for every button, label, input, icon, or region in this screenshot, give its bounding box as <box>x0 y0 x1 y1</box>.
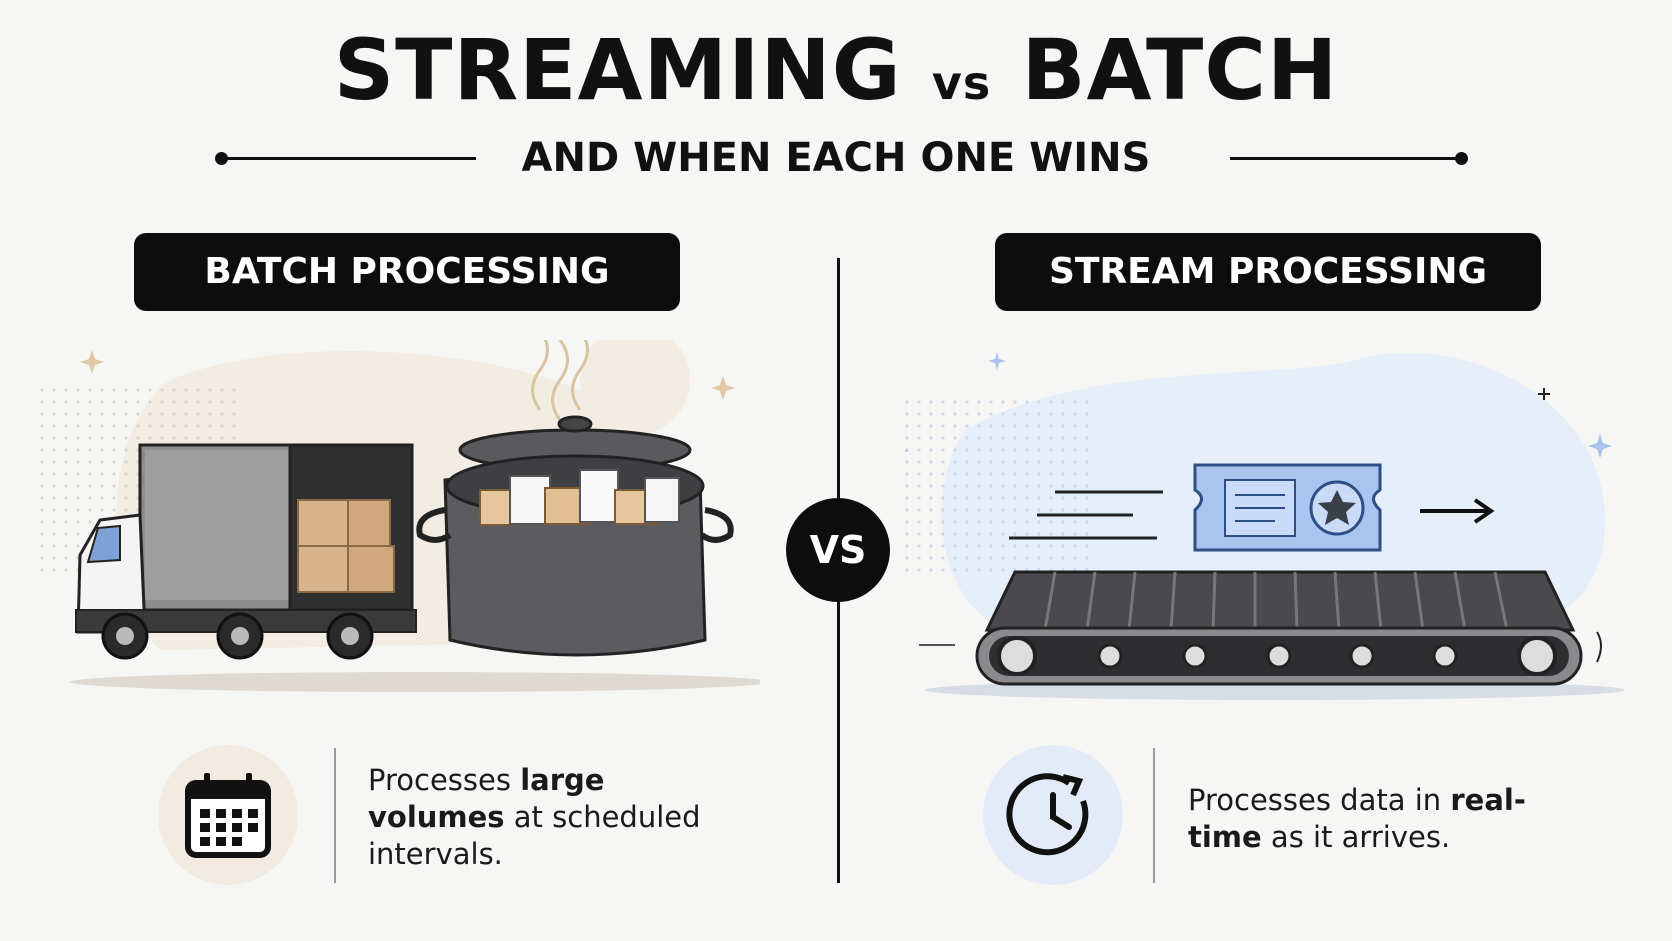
batch-heading: BATCH PROCESSING <box>134 233 680 311</box>
conveyor-icon <box>919 570 1625 700</box>
batch-desc-bold: large volumes <box>368 763 605 834</box>
stream-desc-post: as it arrives. <box>1261 820 1451 854</box>
title-right: BATCH <box>1021 21 1339 119</box>
subtitle: AND WHEN EACH ONE WINS <box>521 135 1151 181</box>
sparkle-icon <box>80 350 104 374</box>
stream-description: Processes data in real-time as it arrive… <box>1188 782 1568 856</box>
stream-desc-pre: Processes data in <box>1188 783 1451 817</box>
subtitle-dot-left <box>215 152 228 165</box>
stream-desc-divider <box>1153 748 1155 883</box>
clock-icon-badge <box>983 745 1123 885</box>
pot-icon <box>416 415 734 657</box>
arrow-right-icon <box>1420 498 1495 524</box>
truck-icon <box>75 443 417 660</box>
title-left: STREAMING <box>333 21 902 119</box>
subtitle-row: AND WHEN EACH ONE WINS <box>0 133 1672 183</box>
sparkle-icon <box>1588 434 1612 458</box>
batch-desc-divider <box>334 748 336 883</box>
page-title: STREAMING vs BATCH <box>0 28 1672 112</box>
subtitle-rule-left <box>222 157 476 160</box>
title-vs: vs <box>931 56 992 110</box>
stream-heading: STREAM PROCESSING <box>995 233 1541 311</box>
batch-desc-pre: Processes <box>368 763 521 797</box>
vs-badge: VS <box>786 498 890 602</box>
sparkle-icon <box>988 352 1006 370</box>
subtitle-dot-right <box>1455 152 1468 165</box>
batch-description: Processes large volumes at scheduled int… <box>368 762 708 873</box>
sparkle-icon <box>711 376 735 400</box>
batch-illustration <box>40 340 760 692</box>
sparkle-icon <box>905 449 909 453</box>
calendar-icon <box>185 773 271 858</box>
stream-desc-bold: real-time <box>1188 783 1526 854</box>
subtitle-rule-right <box>1230 157 1462 160</box>
batch-desc-post: at scheduled intervals. <box>368 800 701 871</box>
ticket-icon <box>1193 463 1382 552</box>
stream-illustration <box>905 352 1625 700</box>
clock-icon <box>1006 773 1089 856</box>
calendar-icon-badge <box>158 745 298 885</box>
